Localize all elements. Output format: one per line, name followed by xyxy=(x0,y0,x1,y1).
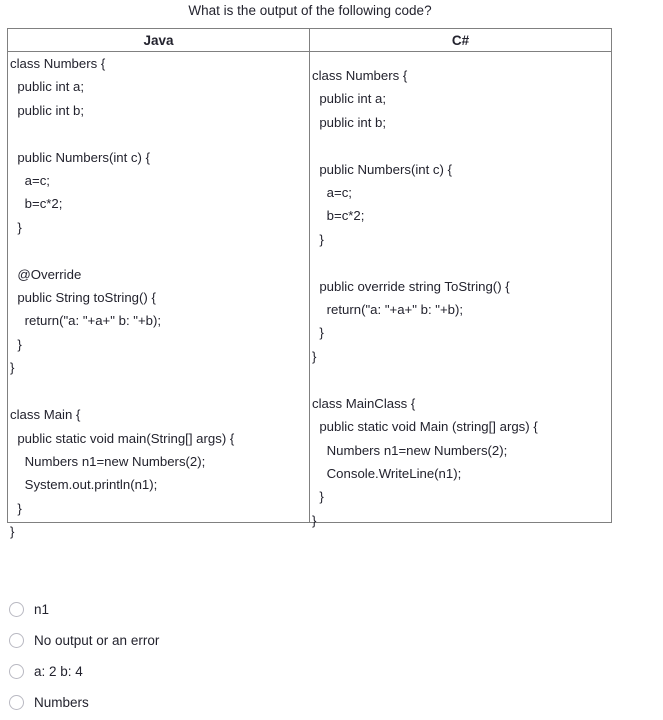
radio-button-icon[interactable] xyxy=(9,695,24,710)
option-label-2: a: 2 b: 4 xyxy=(34,663,83,679)
option-row-2[interactable]: a: 2 b: 4 xyxy=(9,656,409,687)
code-comparison-table: Java C# class Numbers { public int a; pu… xyxy=(7,28,612,539)
answer-options-group: n1 No output or an error a: 2 b: 4 Numbe… xyxy=(9,594,409,718)
radio-button-icon[interactable] xyxy=(9,602,24,617)
table-header-row: Java C# xyxy=(7,28,612,52)
option-label-3: Numbers xyxy=(34,694,89,710)
option-row-3[interactable]: Numbers xyxy=(9,687,409,718)
option-label-0: n1 xyxy=(34,601,50,617)
radio-button-icon[interactable] xyxy=(9,633,24,648)
java-code-cell: class Numbers { public int a; public int… xyxy=(7,51,310,539)
column-header-csharp: C# xyxy=(309,28,612,52)
column-header-java: Java xyxy=(7,28,310,52)
csharp-code-cell: class Numbers { public int a; public int… xyxy=(309,51,612,528)
option-row-0[interactable]: n1 xyxy=(9,594,409,625)
csharp-code-snippet: class Numbers { public int a; public int… xyxy=(312,68,538,528)
java-code-snippet: class Numbers { public int a; public int… xyxy=(10,56,235,540)
option-row-1[interactable]: No output or an error xyxy=(9,625,409,656)
page-title: What is the output of the following code… xyxy=(188,3,432,18)
radio-button-icon[interactable] xyxy=(9,664,24,679)
table-row: class Numbers { public int a; public int… xyxy=(7,51,612,539)
option-label-1: No output or an error xyxy=(34,632,160,648)
